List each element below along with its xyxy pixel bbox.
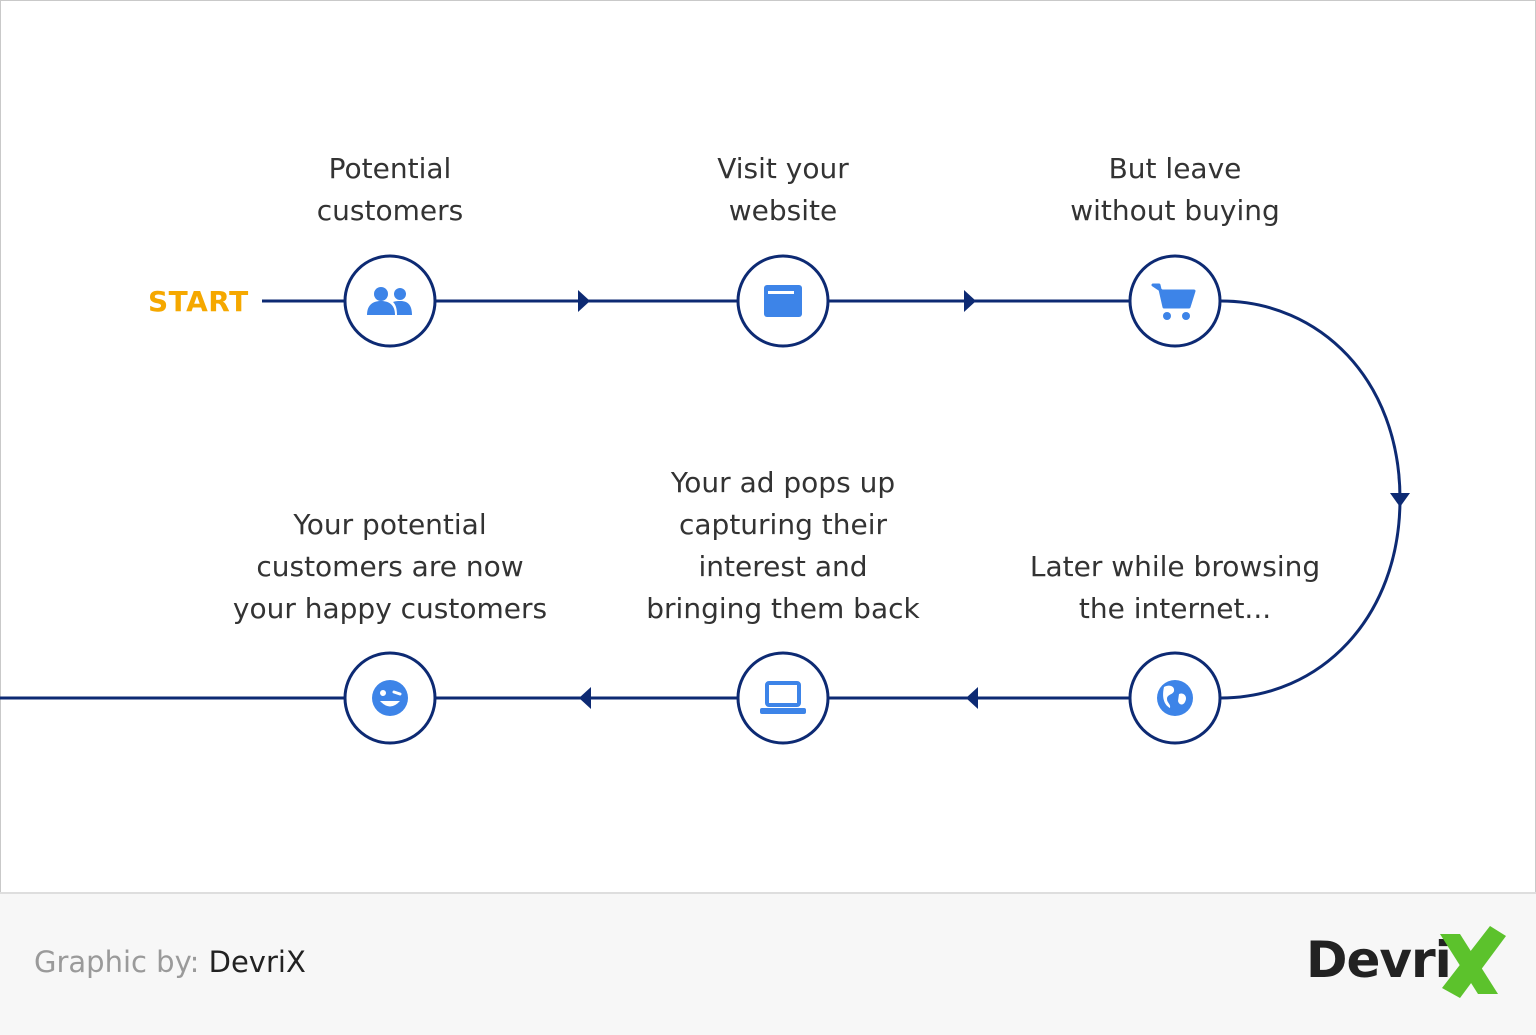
node-happy-customers [343,651,437,745]
graphic-credit: Graphic by: DevriX [34,942,306,982]
credit-key: Graphic by: [34,945,200,979]
arrow-left-1 [966,687,978,709]
shopping-cart-icon [1151,283,1196,320]
devrix-logo: Devri [1306,922,1506,1002]
step-label-ad-pops-up: Your ad pops up capturing their interest… [646,466,920,625]
logo-x-mark-icon [1440,926,1506,998]
node-visit-website [736,254,830,348]
step-label-visit-website: Visit your website [717,152,849,227]
logo-wordmark: Devri [1306,931,1452,989]
node-ad-pops-up [736,651,830,745]
globe-icon [1157,680,1193,716]
footer-bar [0,892,1536,1035]
arrow-right-2 [964,290,976,312]
step-label-potential-customers: Potential customers [316,152,464,227]
node-leave-without-buying [1128,254,1222,348]
credit-value: DevriX [208,945,306,979]
step-label-browsing-internet: Later while browsing the internet... [1029,550,1321,625]
arrow-down [1390,493,1410,507]
step-label-happy-customers: Your potential customers are now your ha… [232,508,548,625]
browser-window-icon [764,285,802,317]
laptop-icon [760,681,806,714]
users-icon [367,287,412,315]
node-browsing-internet [1128,651,1222,745]
step-label-leave-without-buying: But leave without buying [1070,152,1280,227]
node-potential-customers [343,254,437,348]
start-label: START [148,285,249,318]
smiley-wink-icon [372,680,408,716]
connector-curve [1220,299,1402,700]
arrow-left-2 [579,687,591,709]
arrow-right-1 [578,290,590,312]
flow-diagram [0,254,1410,745]
